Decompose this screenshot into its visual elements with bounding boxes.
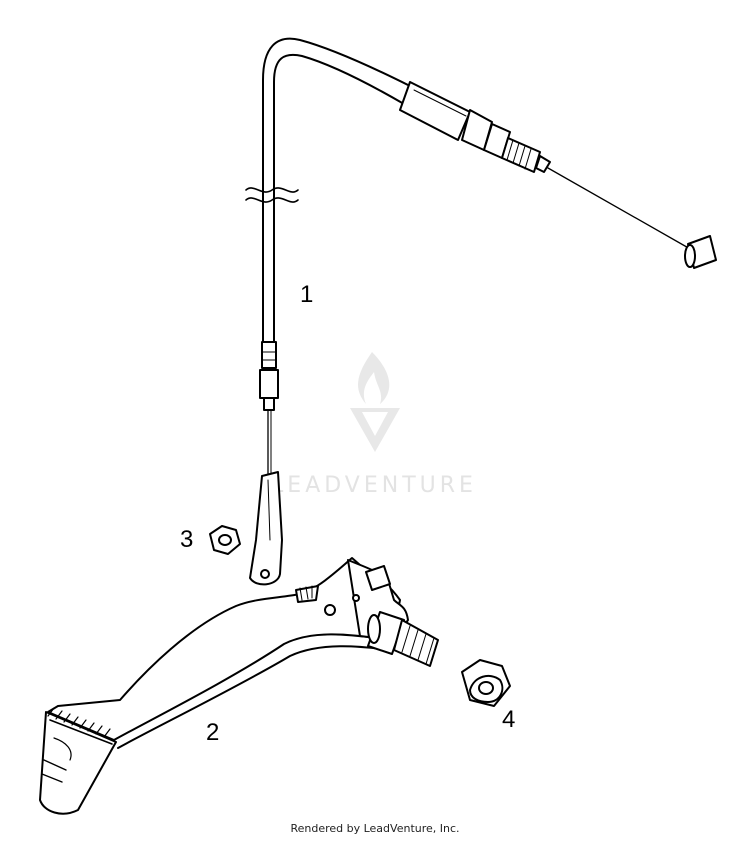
watermark-v-icon: [350, 408, 400, 452]
callout-3: 3: [180, 526, 193, 553]
lock-nut: [461, 659, 511, 707]
watermark-flame-icon: [358, 352, 390, 404]
brake-cable: [245, 37, 717, 586]
footer-credit: Rendered by LeadVenture, Inc.: [290, 822, 460, 835]
callout-2: 2: [206, 719, 219, 746]
callout-1: 1: [300, 281, 313, 308]
leadventure-watermark: LEADVENTURE: [271, 352, 477, 498]
hex-nut-small: [209, 525, 241, 555]
callout-4: 4: [502, 706, 515, 733]
brake-pedal: [39, 557, 439, 815]
watermark-text: LEADVENTURE: [271, 473, 477, 498]
